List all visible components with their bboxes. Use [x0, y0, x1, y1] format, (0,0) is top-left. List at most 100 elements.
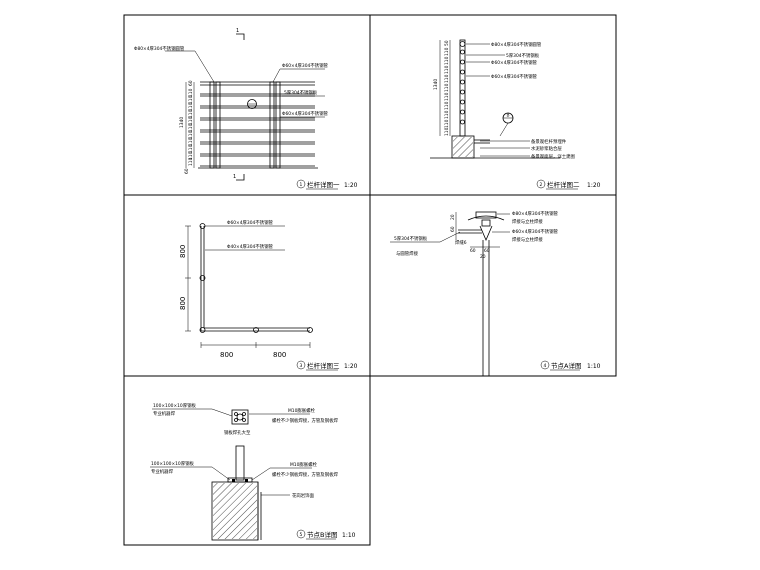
- svg-text:110: 110: [188, 109, 194, 118]
- svg-text:1: 1: [300, 182, 303, 188]
- svg-text:110: 110: [444, 119, 450, 128]
- section-mark-bottom-label: 1: [233, 174, 236, 180]
- panel-4-scale: 1:10: [587, 363, 601, 370]
- label-9: 螺栓不少钢板焊接，方管及钢板焊: [272, 471, 338, 478]
- svg-text:110: 110: [444, 83, 450, 92]
- height-dim-1340: 1340: [433, 79, 439, 90]
- panel-3-title: 栏杆详图三: [307, 361, 340, 370]
- svg-text:B: B: [507, 113, 510, 119]
- panel-2-scale: 1:20: [587, 182, 601, 189]
- label-6: 水泥砂浆粘合层: [531, 145, 562, 152]
- label-8: M10膨胀螺栓: [290, 461, 318, 468]
- panel-5-node-b-detail: 100×100×10厚钢板 专业机器焊 M10膨胀螺栓 螺栓不少钢板焊接，方管及…: [150, 402, 356, 541]
- panel-4-title: 节点A详图: [551, 361, 581, 370]
- svg-text:110: 110: [444, 74, 450, 83]
- panel-2-frame: [369, 14, 617, 196]
- post-left-outer: [209, 81, 215, 169]
- label-5: 5厚304不锈钢板: [394, 235, 428, 242]
- svg-text:110: 110: [444, 127, 450, 136]
- svg-text:60: 60: [184, 168, 190, 174]
- post-node-end: [307, 327, 313, 333]
- svg-text:60: 60: [484, 248, 490, 254]
- label-7: 焊缝6: [455, 239, 467, 246]
- section-mark-top: [236, 33, 245, 40]
- label-6: 与圆管焊接: [396, 250, 419, 257]
- panel-4-frame: [369, 194, 617, 377]
- label-2: 5厚304不锈钢板: [506, 52, 540, 59]
- panel-1-title: 栏杆详图一: [307, 180, 340, 189]
- post-left-inner: [215, 81, 221, 169]
- label-2: Φ40×4厚304不锈钢管: [227, 243, 273, 250]
- label-4: Φ60×4厚304不锈钢管: [491, 73, 537, 80]
- label-sub-rail: Φ60×4厚304不锈钢管: [282, 62, 328, 69]
- svg-text:20: 20: [480, 254, 486, 260]
- svg-text:5: 5: [300, 532, 303, 538]
- label-5: 钢板焊孔大至: [224, 429, 251, 436]
- section-mark-top-label: 1: [236, 28, 239, 34]
- label-bars: Φ60×4厚304不锈钢管: [282, 110, 328, 117]
- panel-5-frame: [123, 375, 371, 546]
- svg-text:3: 3: [300, 363, 303, 369]
- label-6: 100×100×10厚钢板: [151, 460, 194, 467]
- label-1: 100×100×10厚钢板: [153, 402, 196, 409]
- svg-text:110: 110: [188, 123, 194, 132]
- svg-text:110: 110: [444, 47, 450, 56]
- plate-plan: [231, 409, 249, 425]
- label-5: 备景观栏杆预埋件: [531, 138, 567, 145]
- top-rail-section: [475, 211, 497, 219]
- label-2: 专业机器焊: [153, 410, 176, 417]
- spacing-dims: 60 110 110 110 110 110 110 110 110 110 1…: [184, 80, 194, 174]
- label-3: Φ60×4厚304不锈钢管: [491, 59, 537, 66]
- panel-4-node-a-detail: 20 60 60 60 20 Φ80×4厚304不锈钢管 焊接与立柱焊接 Φ60…: [390, 210, 601, 376]
- label-3: M10膨胀螺栓: [288, 407, 316, 414]
- title-circle-1: [296, 179, 306, 189]
- dim-v-1: 800: [179, 245, 187, 258]
- svg-text:110: 110: [188, 151, 194, 160]
- label-7: 备景观面层，详土建图: [531, 153, 576, 160]
- dim-h-2: 800: [273, 351, 286, 359]
- panel-5-scale: 1:10: [342, 532, 356, 539]
- spacing-dims: 50 110 110 110 110 110 110 110 110 110 1…: [444, 40, 450, 136]
- label-7: 专业机器焊: [151, 468, 174, 475]
- label-3: Φ60×4厚304不锈钢管: [512, 228, 558, 235]
- panel-3-railing-detail-3: Φ60×4厚304不锈钢管 Φ40×4厚304不锈钢管 800 800 800 …: [179, 219, 358, 371]
- post-node-mid-h: [253, 327, 259, 333]
- svg-text:110: 110: [188, 130, 194, 139]
- post-right-inner: [275, 81, 281, 169]
- label-1: Φ80×4厚304不锈钢管: [512, 210, 558, 217]
- svg-text:110: 110: [188, 157, 194, 166]
- panel-2-railing-detail-2: B 1340 50 110 110 110 110 110 110 110 11…: [430, 39, 601, 190]
- post-section: [235, 445, 245, 481]
- svg-text:110: 110: [188, 88, 194, 97]
- post-node-mid: [199, 275, 206, 281]
- panel-1-railing-detail-1: 1 1: [134, 28, 358, 190]
- post-right-outer: [269, 81, 275, 169]
- svg-text:60: 60: [188, 80, 194, 86]
- label-2: 焊接与立柱焊接: [512, 218, 543, 225]
- svg-text:2: 2: [540, 182, 543, 188]
- panel-2-title: 栏杆详图二: [547, 180, 580, 189]
- dim-v-2: 800: [179, 297, 187, 310]
- dim-h-1: 800: [220, 351, 233, 359]
- svg-text:110: 110: [188, 102, 194, 111]
- panel-5-title: 节点B详图: [307, 530, 337, 539]
- svg-text:110: 110: [444, 101, 450, 110]
- svg-text:110: 110: [188, 95, 194, 104]
- label-1: Φ60×4厚304不锈钢管: [227, 219, 273, 226]
- svg-text:110: 110: [188, 144, 194, 153]
- svg-text:110: 110: [188, 137, 194, 146]
- label-plate: 5厚304不锈钢板: [284, 89, 318, 96]
- height-dim-1340: 1340: [179, 117, 185, 128]
- label-1: Φ80×4厚304不锈钢圆管: [491, 41, 542, 48]
- svg-text:60: 60: [450, 226, 456, 232]
- svg-text:60: 60: [470, 248, 476, 254]
- label-4: 焊接与立柱焊接: [512, 236, 543, 243]
- post-node-corner: [199, 327, 206, 333]
- label-10: 花岗岩饰面: [292, 492, 315, 499]
- svg-text:110: 110: [444, 56, 450, 65]
- horizontal-rails: [200, 81, 315, 167]
- label-4: 螺栓不少钢板焊接，方管及钢板焊: [272, 417, 338, 424]
- svg-text:50: 50: [444, 40, 450, 46]
- section-mark-bottom: [236, 174, 245, 181]
